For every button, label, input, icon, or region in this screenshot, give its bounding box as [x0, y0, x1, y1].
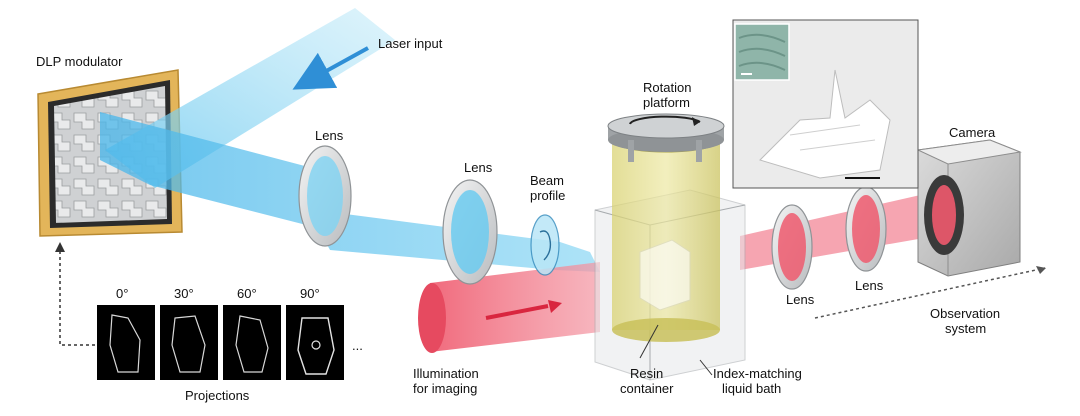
label-rotation-platform-2: platform — [643, 95, 690, 110]
lens-3 — [771, 204, 813, 290]
label-illumination-2: for imaging — [413, 381, 477, 396]
label-bath-2: liquid bath — [722, 381, 781, 396]
illumination-beam — [418, 262, 600, 353]
inset-photo — [732, 19, 919, 189]
angle-label-0: 0° — [116, 286, 128, 301]
label-bath-1: Index-matching — [713, 366, 802, 381]
projection-dashed-path — [59, 248, 95, 346]
lens-4 — [845, 186, 887, 272]
label-beam-profile-2: profile — [530, 188, 565, 203]
label-lens-2: Lens — [464, 160, 493, 175]
label-ellipsis: ... — [352, 338, 363, 353]
projection-thumbnails — [97, 305, 344, 380]
resin-leader — [639, 324, 659, 359]
label-resin-1: Resin — [630, 366, 663, 381]
label-dlp-modulator: DLP modulator — [36, 54, 123, 69]
projection-thumb-30 — [160, 305, 218, 380]
projection-thumb-0 — [97, 305, 155, 380]
lens-1 — [298, 145, 352, 247]
label-rotation-platform-1: Rotation — [643, 80, 691, 95]
label-lens-1: Lens — [315, 128, 344, 143]
bath-leader — [699, 359, 713, 376]
rotation-platform — [607, 113, 725, 162]
projection-thumb-90 — [286, 305, 344, 380]
label-laser-input: Laser input — [378, 36, 443, 51]
label-lens-3: Lens — [786, 292, 815, 307]
camera — [916, 139, 1022, 277]
label-resin-2: container — [620, 381, 674, 396]
label-illumination-1: Illumination — [413, 366, 479, 381]
lens-2 — [442, 179, 498, 285]
angle-label-90: 90° — [300, 286, 320, 301]
label-observation-1: Observation — [930, 306, 1000, 321]
label-observation-2: system — [945, 321, 986, 336]
angle-label-30: 30° — [174, 286, 194, 301]
label-projections: Projections — [185, 388, 250, 403]
beam-profile-icon — [530, 214, 560, 276]
label-camera: Camera — [949, 125, 996, 140]
projection-thumb-60 — [223, 305, 281, 380]
label-beam-profile-1: Beam — [530, 173, 564, 188]
laser-input-arrow — [292, 46, 369, 90]
label-lens-4: Lens — [855, 278, 884, 293]
angle-label-60: 60° — [237, 286, 257, 301]
printed-object — [639, 239, 691, 311]
